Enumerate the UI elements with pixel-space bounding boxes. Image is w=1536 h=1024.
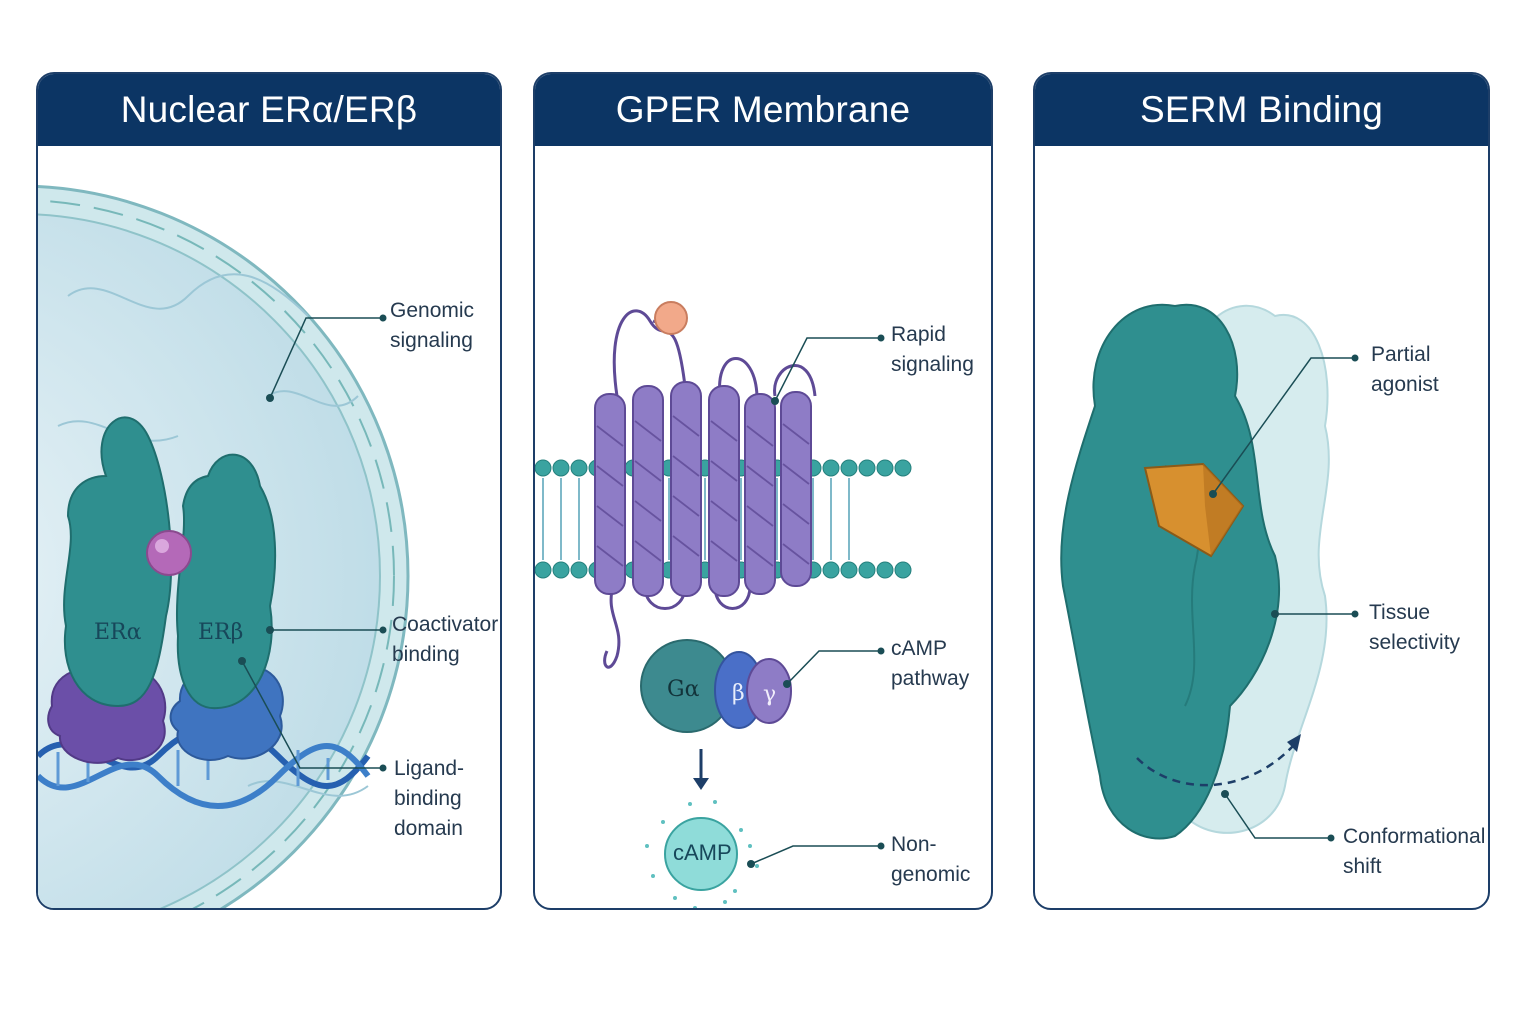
callout-genomic-signaling: Genomic signaling	[390, 299, 475, 352]
callout-line-ligand	[241, 660, 383, 769]
er-beta-label: ERβ	[198, 620, 244, 645]
callout-line-camp	[786, 650, 881, 685]
callout-tissue-selectivity: Tissue selectivity	[1369, 601, 1461, 654]
gper-illustration	[535, 301, 912, 908]
g-gamma-subunit	[746, 658, 792, 724]
g-beta-label: β	[732, 681, 745, 706]
panel-title: GPER Membrane	[535, 74, 991, 146]
callout-coactivator-binding: Coactivator binding	[392, 613, 499, 666]
er-beta-receptor	[175, 453, 277, 710]
panel-title: SERM Binding	[1035, 74, 1488, 146]
callout-line-conformational	[1224, 793, 1331, 839]
panel-illustration: Gα β γ cAMP Rapid signaling cAMP pathway…	[535, 146, 991, 908]
g-gamma-label: γ	[763, 682, 777, 707]
callout-line-partial-agonist	[1212, 357, 1355, 495]
panel-illustration: Partial agonist Tissue selectivity Confo…	[1035, 146, 1488, 908]
callout-line-nongenomic	[750, 845, 881, 865]
panel-gper-membrane: GPER Membrane	[533, 72, 993, 910]
conformational-shift-arrow	[1136, 745, 1294, 787]
callout-non-genomic: Non- genomic	[891, 833, 971, 886]
g-alpha-label: Gα	[667, 677, 700, 702]
er-alpha-label: ERα	[94, 620, 142, 645]
camp-molecule-halo	[645, 800, 759, 908]
estrogen-ligand	[654, 301, 688, 335]
nucleus-illustration	[38, 185, 410, 908]
callout-camp-pathway: cAMP pathway	[891, 637, 970, 690]
er-alpha-receptor	[63, 416, 173, 708]
callout-conformational-shift: Conformational shift	[1343, 825, 1486, 878]
callout-line-genomic	[269, 317, 383, 399]
estrogen-ligand	[146, 530, 192, 576]
callout-ligand-binding-domain: Ligand- binding domain	[394, 757, 465, 840]
camp-label: cAMP	[673, 840, 732, 865]
panel-serm-binding: SERM Binding	[1033, 72, 1490, 910]
camp-molecule	[664, 817, 738, 891]
panel-title: Nuclear ERα/ERβ	[38, 74, 500, 146]
callout-rapid-signaling: Rapid signaling	[891, 323, 974, 376]
panel-illustration: ERα ERβ Genomic signaling Coactivator bi…	[38, 146, 500, 908]
serm-illustration	[1060, 303, 1359, 842]
callout-line-rapid	[774, 337, 881, 402]
receptor-main-conformation	[1060, 303, 1280, 840]
panel-nuclear-er: Nuclear ERα/ERβ	[36, 72, 502, 910]
callout-partial-agonist: Partial agonist	[1371, 343, 1439, 396]
